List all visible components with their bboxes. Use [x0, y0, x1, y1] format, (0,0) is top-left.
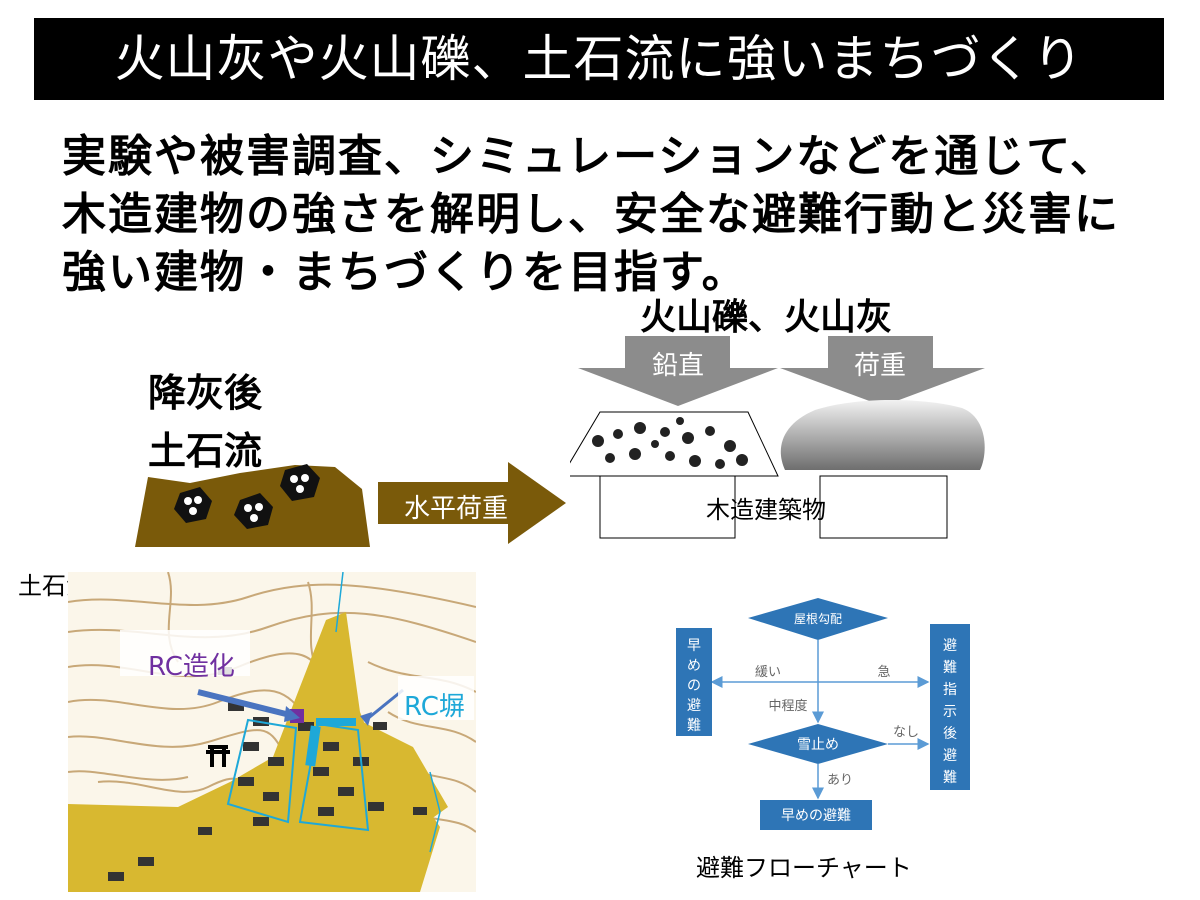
lead-line-3: 強い建物・まちづくりを目指す。 [62, 247, 748, 298]
debris-label-flow: 土石流 [148, 429, 263, 473]
steep-label: 急 [877, 665, 890, 680]
early-evacuation-left-box [676, 628, 712, 736]
rc-wall-label: RC塀 [404, 692, 465, 722]
snow-stopper-decision [748, 724, 888, 764]
after-instruction-box [930, 624, 970, 790]
gentle-label: 緩い [755, 665, 781, 680]
exists-label: あり [827, 773, 853, 788]
load-label: 荷重 [854, 351, 907, 381]
lead-line-2: 木造建物の強さを解明し、安全な避難行動と災害に [62, 189, 1120, 240]
wooden-building-label: 木造建築物 [706, 496, 826, 524]
debris-label-ash: 降灰後 [148, 371, 263, 415]
roof-slope-decision [748, 598, 888, 640]
snow-stopper-text: 雪止め [797, 737, 839, 753]
early-evacuation-bottom-box [760, 800, 872, 830]
lead-line-1: 実験や被害調査、シミュレーションなどを通じて、 [62, 131, 1117, 182]
vertical-load-label: 鉛直 [652, 351, 705, 381]
title-bar: 火山灰や火山礫、土石流に強いまちづくり [34, 18, 1164, 100]
none-label: なし [893, 725, 919, 740]
early-evacuation-bottom-text: 早めの避難 [781, 808, 851, 824]
medium-label: 中程度 [768, 698, 807, 714]
horizontal-load-label: 水平荷重 [404, 494, 509, 524]
volcanic-heading: 火山礫、火山灰 [640, 297, 893, 338]
debris-mound-illustration [135, 464, 370, 547]
evacuation-flowchart: 屋根勾配 雪止め 早めの避難 緩い 急 中程度 なし あり 早めの避難 避難指示… [676, 598, 970, 830]
horizontal-load-arrow [378, 462, 566, 544]
page-title: 火山灰や火山礫、土石流に強いまちづくり [114, 30, 1084, 88]
vertical-load-illustration [570, 336, 985, 539]
rc-building-label: RC造化 [148, 652, 235, 682]
after-instruction-text: 避難指示後避難 [943, 638, 957, 786]
early-evacuation-left-text: 早めの避難 [687, 638, 701, 734]
roof-slope-text: 屋根勾配 [794, 612, 842, 626]
flowchart-caption: 避難フローチャート [696, 854, 912, 882]
town-planning-map [68, 572, 476, 892]
